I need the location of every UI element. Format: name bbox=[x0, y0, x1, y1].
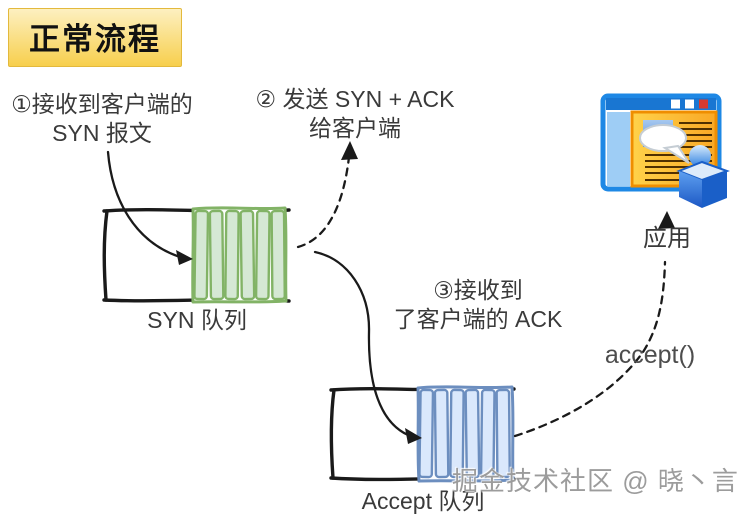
watermark: 掘金技术社区 @ 晓丶言 bbox=[452, 466, 737, 496]
arrow-accept-call-line bbox=[513, 260, 667, 438]
accept-slot bbox=[495, 388, 511, 479]
accept-slot bbox=[464, 388, 481, 479]
arrow-receive-syn-line bbox=[106, 150, 182, 259]
accept-slot bbox=[479, 388, 496, 479]
window-button bbox=[671, 99, 680, 109]
step3-line2: 了客户端的 ACK bbox=[393, 306, 563, 332]
arrow-receive-ack-line bbox=[313, 250, 410, 437]
step2-label: ② 发送 SYN + ACK 给客户端 bbox=[238, 85, 472, 143]
arrowhead bbox=[176, 250, 193, 265]
step1-line1: ①接收到客户端的 bbox=[11, 91, 193, 117]
step2-line1: ② 发送 SYN + ACK bbox=[255, 86, 455, 112]
accept-slot bbox=[449, 388, 465, 479]
syn-slot bbox=[208, 209, 225, 301]
syn-queue-stripes bbox=[191, 206, 288, 304]
user-head bbox=[689, 145, 711, 167]
arrow-send-synack bbox=[296, 141, 358, 249]
syn-box-left-edge bbox=[102, 209, 109, 302]
application-icon bbox=[600, 93, 730, 208]
syn-queue-label: SYN 队列 bbox=[147, 307, 247, 333]
arrowhead bbox=[341, 141, 358, 160]
step1-line2: SYN 报文 bbox=[52, 120, 152, 146]
syn-slot bbox=[224, 209, 240, 301]
title-badge: 正常流程 bbox=[8, 8, 182, 67]
syn-slot bbox=[193, 209, 210, 301]
user-cube-icon bbox=[676, 145, 730, 208]
accept-box-left-edge bbox=[329, 388, 336, 480]
syn-slot bbox=[239, 209, 256, 301]
application-label: 应用 bbox=[643, 225, 691, 252]
window-button bbox=[685, 99, 694, 109]
accept-slot bbox=[418, 388, 435, 479]
arrow-receive-ack bbox=[313, 250, 422, 444]
step3-label: ③接收到 了客户端的 ACK bbox=[383, 276, 573, 334]
step3-line1: ③接收到 bbox=[433, 277, 523, 303]
accept-queue-stripes bbox=[416, 385, 515, 483]
arrowhead bbox=[658, 211, 675, 229]
syn-slot bbox=[254, 209, 271, 301]
syn-slot bbox=[270, 209, 286, 301]
arrow-receive-syn bbox=[106, 150, 193, 265]
cube-side-face bbox=[702, 171, 727, 208]
app-sidebar-pane bbox=[607, 112, 630, 186]
arrowhead bbox=[405, 428, 422, 444]
step1-label: ①接收到客户端的 SYN 报文 bbox=[0, 90, 208, 148]
step2-line2: 给客户端 bbox=[309, 115, 401, 141]
arrow-send-synack-line bbox=[296, 155, 351, 249]
arrow-accept-call bbox=[513, 211, 675, 438]
accept-call-label: accept() bbox=[604, 341, 696, 369]
accept-slot bbox=[433, 388, 450, 479]
speech-bubble-icon bbox=[639, 124, 690, 164]
cube-front-face bbox=[679, 171, 702, 208]
window-close-button bbox=[699, 99, 708, 109]
accept-queue-label: Accept 队列 bbox=[361, 488, 485, 514]
